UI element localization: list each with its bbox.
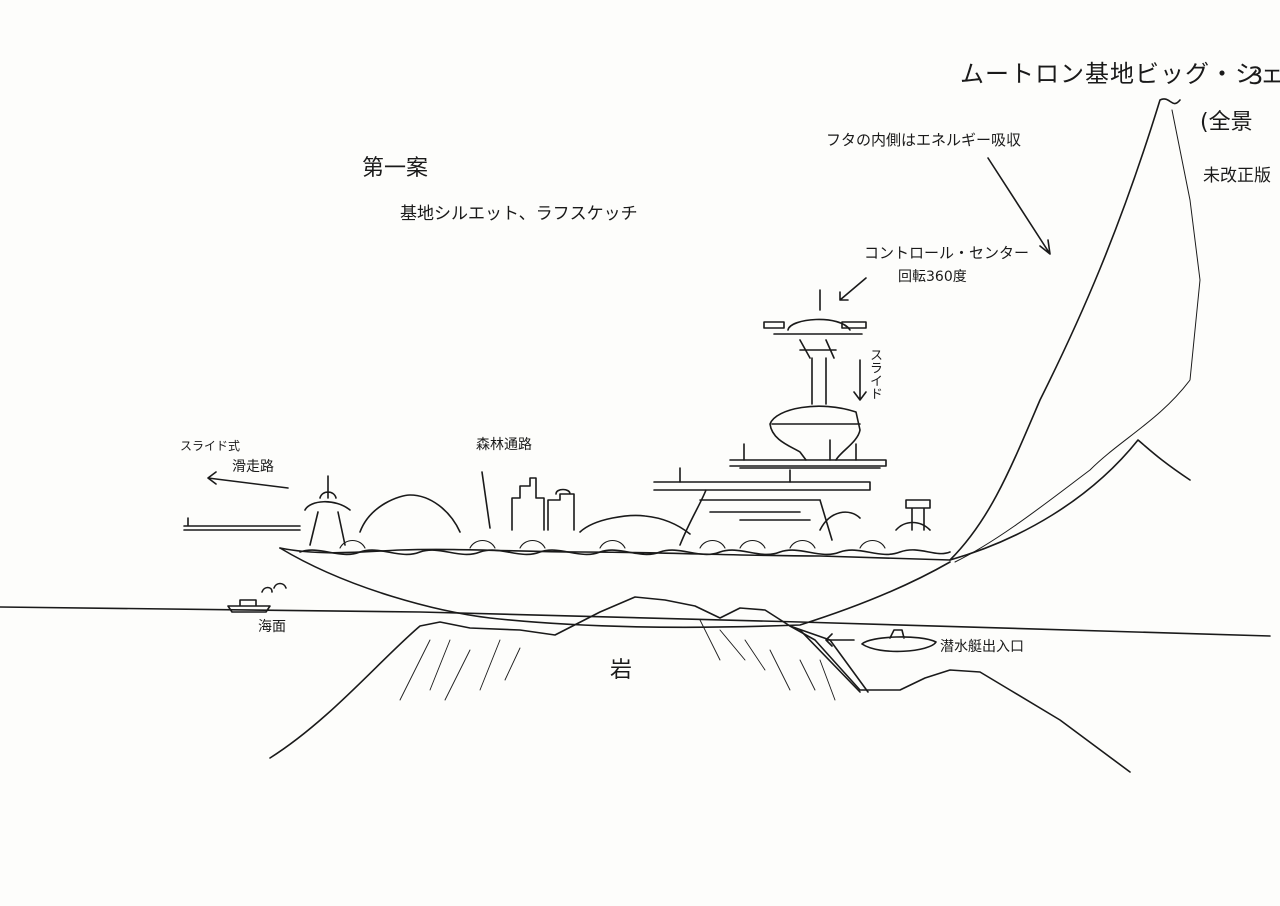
dome-small <box>895 521 931 531</box>
forest-path-line <box>481 471 491 529</box>
right-block <box>905 499 931 531</box>
ship-icon <box>227 582 287 613</box>
big-shell-outline-inner <box>954 109 1201 563</box>
arcades <box>339 539 886 549</box>
base-hull <box>279 547 951 629</box>
sheet-title: ムートロン基地ビッグ・シェル <box>960 60 1280 88</box>
plan-heading: 第一案 <box>362 156 429 181</box>
plan-subheading: 基地シルエット、ラフスケッチ <box>400 204 638 224</box>
dome-left <box>359 494 461 533</box>
central-tower <box>769 289 863 461</box>
draft-note: 未改正版 <box>1203 166 1271 186</box>
page-number: 3 <box>1248 62 1264 90</box>
rock-shading <box>399 619 836 701</box>
shell-bottom-line <box>949 439 1191 561</box>
rock-mountains <box>269 596 1131 773</box>
sub-entrance-arrow <box>825 633 855 647</box>
city-buildings <box>511 477 575 531</box>
runway-arrow <box>207 471 289 489</box>
forest-path-label: 森林通路 <box>476 437 532 453</box>
rock-label: 岩 <box>610 658 633 683</box>
tier-antennas <box>679 439 857 483</box>
big-shell-outline <box>949 98 1181 561</box>
shell-inner-arrow <box>987 157 1051 255</box>
dome-right <box>819 511 861 531</box>
deck-tiers <box>653 459 887 546</box>
slide-label: スライド <box>867 348 882 400</box>
rotation-label: 回転360度 <box>898 269 967 285</box>
sub-entrance-label: 潜水艇出入口 <box>940 639 1024 655</box>
runway <box>183 517 301 531</box>
runway-label: 滑走路 <box>232 459 274 475</box>
sea-surface-line <box>0 606 1271 637</box>
sea-surface-label: 海面 <box>258 619 286 635</box>
left-tower <box>304 475 351 546</box>
submarine-icon <box>861 629 937 653</box>
shell-inner-label: フタの内側はエネルギー吸収 <box>826 131 1022 149</box>
control-pods <box>763 321 867 329</box>
slide-arrow <box>853 359 867 401</box>
base-wave <box>299 549 951 556</box>
control-center-arrow <box>839 277 867 301</box>
base-deck <box>279 547 951 561</box>
dome-center <box>579 514 691 535</box>
control-center-label: コントロール・センター <box>864 244 1030 262</box>
slide-type-label: スライド式 <box>180 439 241 453</box>
sheet-subtitle: (全景 <box>1200 110 1253 135</box>
